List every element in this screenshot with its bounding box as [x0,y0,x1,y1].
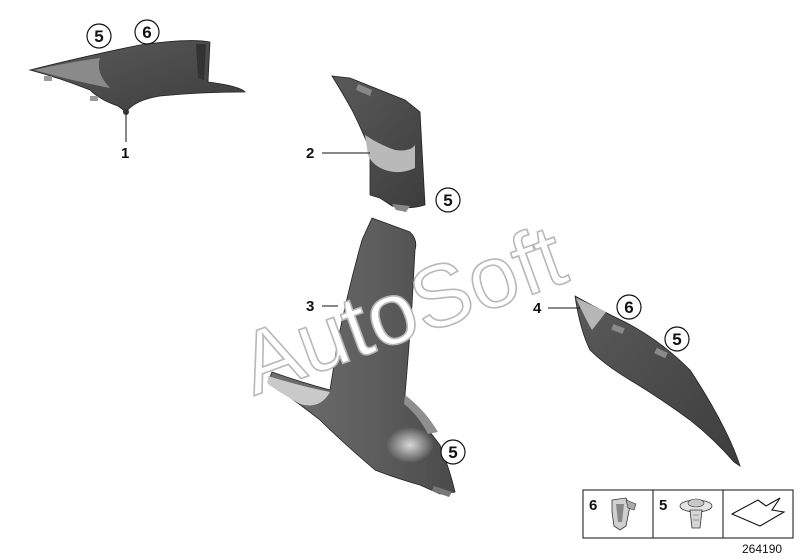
diagram-id: 264190 [742,542,782,556]
svg-text:5: 5 [448,443,457,462]
svg-text:6: 6 [624,298,633,317]
callout-3: 3 [306,298,314,315]
circled-callout-5-top: 5 [86,23,112,49]
part-2-pillar-trim [331,75,426,212]
svg-text:5: 5 [443,191,452,210]
clip-icon [611,497,637,531]
rivet-icon [679,498,713,529]
legend-clip-number: 6 [589,497,597,514]
legend-box-reference [722,489,794,539]
callout-1: 1 [121,145,129,162]
circled-callout-5-right: 5 [664,326,690,352]
part-4-side-trim [574,295,741,467]
svg-text:5: 5 [672,330,681,349]
legend-rivet-number: 5 [659,497,667,514]
part-3-b-pillar [267,217,456,497]
reference-arrow-icon [730,497,786,527]
legend-box-rivet: 5 [652,489,724,539]
callout-2: 2 [306,145,314,162]
svg-text:6: 6 [142,23,151,42]
callout-4: 4 [533,300,542,317]
leader-lines [125,115,580,309]
circled-callout-5-bottom: 5 [440,439,466,465]
circled-callout-6-top: 6 [134,19,160,45]
svg-text:5: 5 [94,27,103,46]
circled-callout-6-right: 6 [616,294,642,320]
circled-callout-5-mid: 5 [435,187,461,213]
legend-box-clip: 6 [582,489,654,539]
part-1-trim-panel [28,40,246,115]
